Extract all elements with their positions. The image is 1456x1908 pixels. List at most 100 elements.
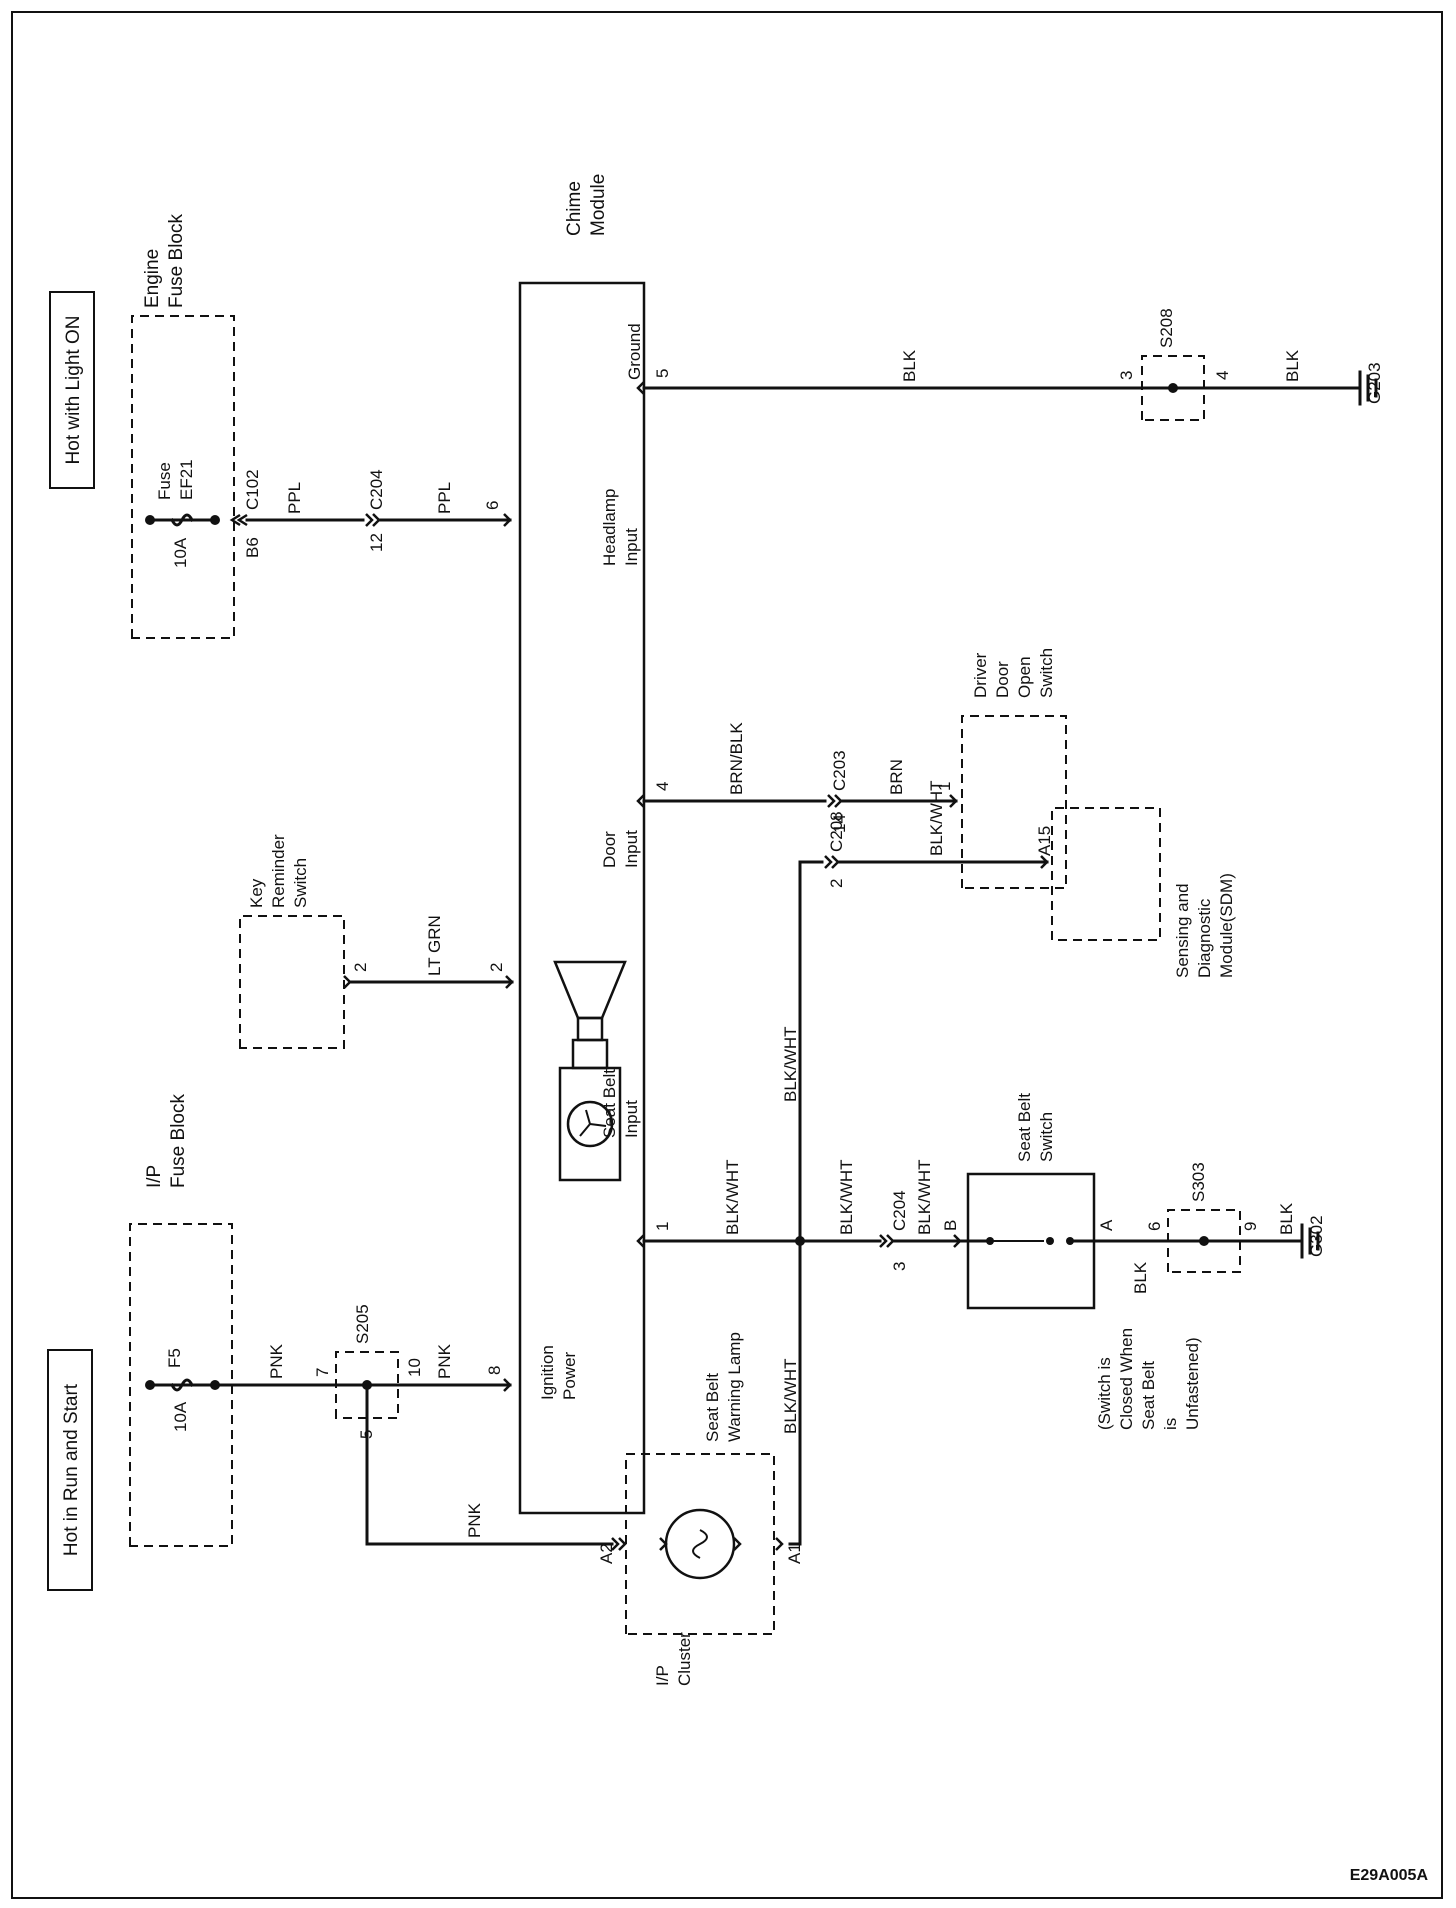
mod-input-ignition-2: Power <box>560 1351 579 1400</box>
wire-blk-g203: BLK <box>1283 349 1302 382</box>
mod-pin5-terminal <box>636 381 645 395</box>
pin-s303-9: 9 <box>1241 1222 1260 1231</box>
splice-s205: S205 <box>353 1304 372 1344</box>
engine-fuse-block-label-1: Engine <box>142 249 163 308</box>
engine-fuse-block-label-2: Fuse Block <box>166 214 187 308</box>
chime-module-label-1: Chime <box>564 181 585 236</box>
pin-mod-4: 4 <box>653 782 672 791</box>
fuse-ef21-icon <box>169 513 195 527</box>
pin-s205-7: 7 <box>313 1368 332 1377</box>
mod-input-door-1: Door <box>600 831 619 868</box>
switch-note-5: Unfastened) <box>1183 1337 1202 1430</box>
pin-c204-12: 12 <box>367 533 386 552</box>
pin-b6: B6 <box>243 537 262 558</box>
fuse-f5-icon <box>169 1378 195 1392</box>
figure-id: E29A005A <box>1350 1867 1429 1884</box>
seat-belt-switch <box>958 1172 1102 1310</box>
seat-belt-switch-label-2: Switch <box>1037 1112 1056 1162</box>
splice-s303: S303 <box>1189 1162 1208 1202</box>
lamp-a1-terminal <box>775 1537 784 1551</box>
switch-note-2: Closed When <box>1117 1328 1136 1430</box>
wire-blk-wht-vertical-label: BLK/WHT <box>781 1026 800 1102</box>
mod-pin8-terminal <box>503 1378 512 1392</box>
wire-pnk-lamp-label: PNK <box>465 1502 484 1538</box>
pin-lamp-a2: A2 <box>597 1543 616 1564</box>
ground-g203-icon <box>1358 370 1378 406</box>
mod-input-seat-belt-2: Input <box>622 1100 641 1138</box>
splice-s208: S208 <box>1157 308 1176 348</box>
ip-fuse-block-label-1: I/P <box>144 1165 165 1188</box>
splice-s303-box <box>1167 1209 1241 1273</box>
warning-lamp-label-2: Warning Lamp <box>725 1332 744 1442</box>
c204-bottom-connector-icon <box>879 1234 895 1248</box>
pin-mod-1: 1 <box>653 1222 672 1231</box>
warning-lamp-label-1: Seat Belt <box>703 1373 722 1442</box>
sdm-label-3: Module(SDM) <box>1217 873 1236 978</box>
c204-top-connector-icon <box>365 513 381 527</box>
mod-pin6-terminal <box>503 513 512 527</box>
mod-pin2-terminal <box>505 975 514 989</box>
ip-fuse-block-label-2: Fuse Block <box>168 1094 189 1188</box>
pin-mod-5: 5 <box>653 369 672 378</box>
power-label-light-on: Hot with Light ON <box>49 291 95 489</box>
chime-speaker-icon <box>553 960 627 1182</box>
c204-bottom-label: C204 <box>890 1190 909 1231</box>
pin-mod-6: 6 <box>483 501 502 510</box>
pin-sw-b: B <box>941 1220 960 1231</box>
sdm-pin-terminal <box>1040 855 1049 869</box>
key-reminder-label-3: Switch <box>291 858 310 908</box>
wire-blk-switch-label: BLK <box>1131 1261 1150 1294</box>
pin-c203-14: 14 <box>830 814 849 833</box>
sdm-label-1: Sensing and <box>1173 883 1192 978</box>
mod-pin1-terminal <box>636 1234 645 1248</box>
mod-input-headlamp-1: Headlamp <box>600 489 619 567</box>
mod-input-ignition-1: Ignition <box>538 1345 557 1400</box>
page-border <box>11 11 1443 1899</box>
sdm-box <box>1051 807 1161 941</box>
c204-top-label: C204 <box>367 469 386 510</box>
wire-pnk-fuse: PNK <box>267 1343 286 1379</box>
fuse-f5-rating: 10A <box>171 1401 190 1432</box>
pin-sdm-a15: A15 <box>1035 826 1054 856</box>
fuse-ef21-name: Fuse <box>155 462 174 500</box>
ip-cluster-label-2: Cluster <box>675 1632 694 1686</box>
wire-blk-wht-main-label: BLK/WHT <box>723 1159 742 1235</box>
c203-label: C203 <box>830 750 849 791</box>
driver-door-label-1: Driver <box>971 652 990 698</box>
wire-ppl-2: PPL <box>435 482 454 514</box>
mod-input-ground: Ground <box>625 323 644 380</box>
wire-blk-wht-lamp-label: BLK/WHT <box>781 1358 800 1434</box>
sdm-label-2: Diagnostic <box>1195 898 1214 978</box>
fuse-ef21-id: EF21 <box>177 459 196 500</box>
driver-door-label-3: Open <box>1015 656 1034 698</box>
pin-mod-2: 2 <box>487 963 506 972</box>
ground-g302: G302 <box>1307 1215 1326 1257</box>
wire-ppl-1: PPL <box>285 482 304 514</box>
wire-brn-label: BRN <box>887 759 906 795</box>
key-reminder-switch-box <box>239 915 345 1049</box>
chime-module-box <box>518 281 646 1515</box>
c208-label: C208 <box>827 811 846 852</box>
pin-c204-3: 3 <box>890 1262 909 1271</box>
seat-belt-warning-lamp <box>625 1453 775 1635</box>
mod-input-headlamp-2: Input <box>622 528 641 566</box>
switch-note-4: is <box>1161 1418 1180 1430</box>
key-reminder-label-2: Reminder <box>269 834 288 908</box>
mod-pin4-terminal <box>636 794 645 808</box>
power-label-run-start: Hot in Run and Start <box>47 1349 93 1591</box>
splice-s208-box <box>1141 355 1205 421</box>
driver-door-label-4: Switch <box>1037 648 1056 698</box>
driver-door-label-2: Door <box>993 661 1012 698</box>
wire-blk-wht-sdm-label: BLK/WHT <box>927 780 946 856</box>
c203-connector-icon <box>827 794 843 808</box>
run-start-text: Hot in Run and Start <box>61 1383 82 1556</box>
pin-mod-8: 8 <box>485 1366 504 1375</box>
wire-blk-ground-label: BLK <box>900 349 919 382</box>
wire-lt-grn-label: LT GRN <box>425 915 444 976</box>
pin-kr-2: 2 <box>351 963 370 972</box>
pin-sw-a: A <box>1097 1219 1116 1231</box>
pin-s303-6: 6 <box>1145 1222 1164 1231</box>
ip-fuse-block: I/P Fuse Block F5 10A <box>129 1094 233 1547</box>
c208-connector-icon <box>824 855 840 869</box>
c102-label: C102 <box>243 469 262 510</box>
